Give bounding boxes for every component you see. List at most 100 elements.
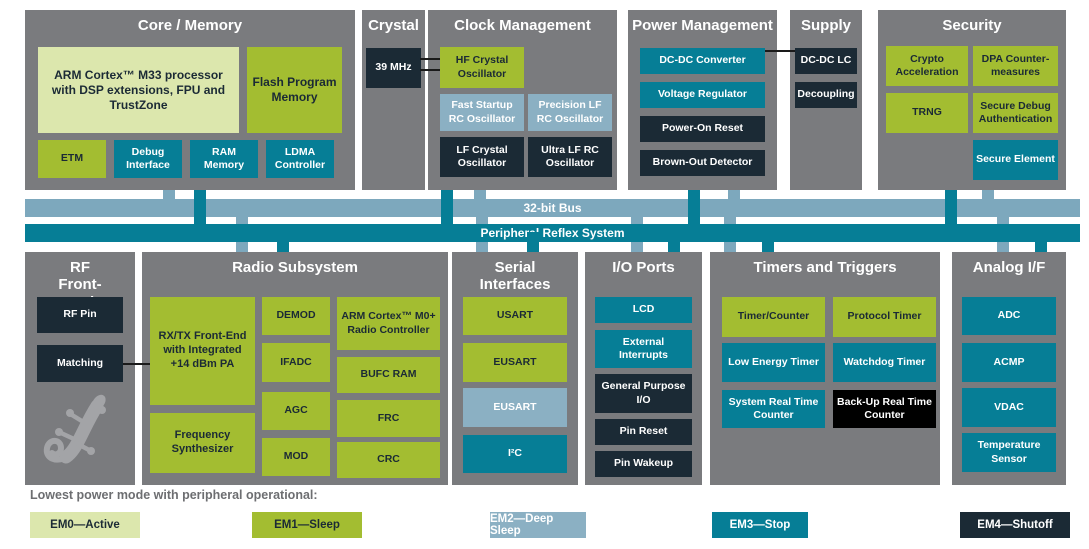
block-external-interrupts: External Interrupts — [595, 330, 692, 368]
block-vdac: VDAC — [962, 388, 1056, 427]
block-lf-crystal-oscillator: LF Crystal Oscillator — [440, 137, 524, 177]
panel-power-management: Power Management DC-DC Converter Voltage… — [628, 10, 777, 190]
block-agc: AGC — [262, 392, 330, 430]
block-adc: ADC — [962, 297, 1056, 335]
panel-title: Clock Management — [454, 17, 591, 34]
block-ldma-controller: LDMA Controller — [266, 140, 334, 178]
panel-supply: Supply DC-DC LC Decoupling — [790, 10, 862, 190]
block-lcd: LCD — [595, 297, 692, 323]
block-39mhz-crystal: 39 MHz — [366, 48, 421, 88]
block-eusart-1: EUSART — [463, 343, 567, 382]
bus-32bit: 32-bit Bus — [25, 199, 1080, 217]
panel-title: Crystal — [368, 17, 419, 34]
block-matching: Matching — [37, 345, 123, 382]
block-pin-wakeup: Pin Wakeup — [595, 451, 692, 477]
block-watchdog-timer: Watchdog Timer — [833, 343, 936, 382]
block-pin-reset: Pin Reset — [595, 419, 692, 445]
bus-prs-label: Peripheral Reflex System — [480, 226, 625, 240]
block-hf-crystal-oscillator: HF Crystal Oscillator — [440, 47, 524, 88]
block-demod: DEMOD — [262, 297, 330, 335]
block-debug-interface: Debug Interface — [114, 140, 182, 178]
panel-clock-management: Clock Management HF Crystal Oscillator F… — [428, 10, 617, 190]
panel-analog-if: Analog I/F ADC ACMP VDAC Temperature Sen… — [952, 252, 1066, 485]
block-ultra-lf-rc-oscillator: Ultra LF RC Oscillator — [528, 137, 612, 177]
block-frequency-synthesizer: Frequency Synthesizer — [150, 413, 255, 473]
dcdc-lc-connection-line — [765, 50, 795, 52]
block-secure-element: Secure Element — [973, 140, 1058, 180]
panel-timers-triggers: Timers and Triggers Timer/Counter Protoc… — [710, 252, 940, 485]
matching-rxtx-connection-line — [123, 363, 150, 365]
block-crypto-acceleration: Crypto Acceleration — [886, 46, 968, 86]
block-mod: MOD — [262, 438, 330, 476]
panel-title: Serial Interfaces — [479, 259, 551, 294]
block-crc: CRC — [337, 442, 440, 478]
block-temperature-sensor: Temperature Sensor — [962, 433, 1056, 472]
panel-rf-front-end: RF Front-End RF Pin Matching — [25, 252, 135, 485]
block-frc: FRC — [337, 400, 440, 437]
bus-connector — [668, 232, 680, 252]
panel-title: Power Management — [632, 17, 773, 34]
bus-connector — [762, 232, 774, 252]
block-arm-cortex-m0-radio-controller: ARM Cortex™ M0+ Radio Controller — [337, 297, 440, 350]
block-voltage-regulator: Voltage Regulator — [640, 82, 765, 108]
bus-connector — [1035, 232, 1047, 252]
block-decoupling: Decoupling — [795, 82, 857, 108]
panel-title: I/O Ports — [612, 259, 675, 276]
block-fast-startup-rc-oscillator: Fast Startup RC Oscillator — [440, 94, 524, 131]
block-dcdc-lc: DC-DC LC — [795, 48, 857, 74]
bus-connector — [527, 232, 539, 252]
legend-title: Lowest power mode with peripheral operat… — [30, 488, 318, 502]
panel-radio-subsystem: Radio Subsystem RX/TX Front-End with Int… — [142, 252, 448, 485]
block-secure-debug-authentication: Secure Debug Authentication — [973, 93, 1058, 133]
block-protocol-timer: Protocol Timer — [833, 297, 936, 337]
block-ram-memory: RAM Memory — [190, 140, 258, 178]
block-rxtx-front-end: RX/TX Front-End with Integrated +14 dBm … — [150, 297, 255, 405]
panel-title: Radio Subsystem — [232, 259, 358, 276]
panel-title: Supply — [800, 17, 851, 34]
block-timer-counter: Timer/Counter — [722, 297, 825, 337]
block-ifadc: IFADC — [262, 343, 330, 382]
block-i2c: I²C — [463, 435, 567, 473]
block-low-energy-timer: Low Energy Timer — [722, 343, 825, 382]
block-dpa-countermeasures: DPA Counter-measures — [973, 46, 1058, 86]
legend-em4-shutoff: EM4—Shutoff — [960, 512, 1070, 538]
block-general-purpose-io: General Purpose I/O — [595, 374, 692, 413]
legend-em1-sleep: EM1—Sleep — [252, 512, 362, 538]
block-dcdc-converter: DC-DC Converter — [640, 48, 765, 74]
block-power-on-reset: Power-On Reset — [640, 116, 765, 142]
block-trng: TRNG — [886, 93, 968, 133]
bus-connector — [194, 190, 206, 242]
panel-io-ports: I/O Ports LCD External Interrupts Genera… — [585, 252, 702, 485]
bus-32bit-label: 32-bit Bus — [523, 201, 582, 215]
block-system-real-time-counter: System Real Time Counter — [722, 390, 825, 428]
legend-em3-stop: EM3—Stop — [712, 512, 808, 538]
bus-connector — [277, 232, 289, 252]
panel-title: Analog I/F — [972, 259, 1046, 276]
block-precision-lf-rc-oscillator: Precision LF RC Oscillator — [528, 94, 612, 131]
panel-title: Timers and Triggers — [753, 259, 897, 276]
legend-em2-deep-sleep: EM2—Deep Sleep — [490, 512, 586, 538]
crystal-connection-line — [420, 58, 440, 60]
bus-peripheral-reflex: Peripheral Reflex System — [25, 224, 1080, 242]
block-rf-pin: RF Pin — [37, 297, 123, 333]
panel-crystal: Crystal 39 MHz — [362, 10, 425, 190]
block-backup-real-time-counter: Back-Up Real Time Counter — [833, 390, 936, 428]
block-bufc-ram: BUFC RAM — [337, 357, 440, 393]
panel-serial-interfaces: Serial Interfaces USART EUSART EUSART I²… — [452, 252, 578, 485]
block-eusart-2: EUSART — [463, 388, 567, 427]
panel-security: Security Crypto Acceleration DPA Counter… — [878, 10, 1066, 190]
gecko-logo-icon — [43, 394, 106, 464]
bus-connector — [688, 190, 700, 242]
legend-em0-active: EM0—Active — [30, 512, 140, 538]
block-flash-program-memory: Flash Program Memory — [247, 47, 342, 133]
block-usart: USART — [463, 297, 567, 335]
crystal-connection-line — [420, 69, 440, 71]
panel-core-memory: Core / Memory ARM Cortex™ M33 processor … — [25, 10, 355, 190]
panel-title: Core / Memory — [137, 17, 243, 34]
block-acmp: ACMP — [962, 343, 1056, 382]
block-brown-out-detector: Brown-Out Detector — [640, 150, 765, 176]
bus-connector — [441, 190, 453, 242]
block-etm: ETM — [38, 140, 106, 178]
block-arm-cortex-m33: ARM Cortex™ M33 processor with DSP exten… — [38, 47, 239, 133]
